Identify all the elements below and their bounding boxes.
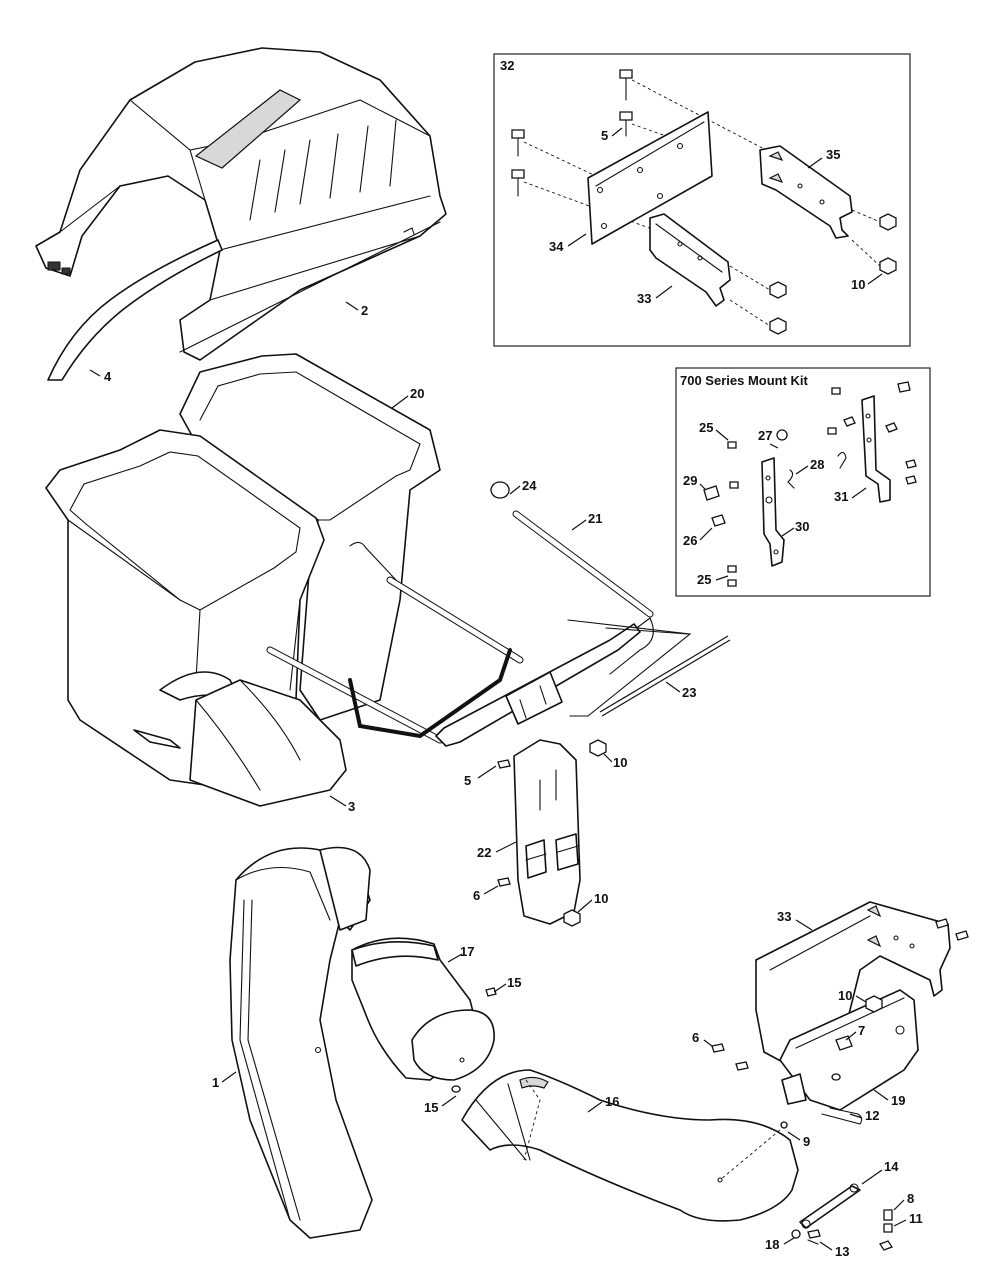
label-33: 33 [637,291,651,306]
kit-box-number: 32 [500,58,514,73]
mount-plate-34 [587,111,713,245]
mount-bracket-31 [837,395,891,503]
label-26: 26 [683,533,697,548]
label-13: 13 [835,1244,849,1259]
mount-bracket-33-box [649,213,731,307]
label-22: 22 [477,845,491,860]
label-14: 14 [884,1159,899,1174]
label-34: 34 [549,239,564,254]
mount-bracket-33-lower [755,901,951,1067]
label-25b: 25 [697,572,711,587]
adapter-17 [351,937,495,1081]
frame-21 [266,481,654,744]
label-2: 2 [361,303,368,318]
hardware-22 [497,739,607,927]
label-20: 20 [410,386,424,401]
label-19: 19 [891,1093,905,1108]
label-15: 15 [507,975,521,990]
label-3: 3 [348,799,355,814]
label-23: 23 [682,685,696,700]
label-10b: 10 [613,755,627,770]
label-15b: 15 [424,1100,438,1115]
nut-group-box32 [729,209,897,335]
rod-23 [599,635,731,717]
label-5b: 5 [464,773,471,788]
label-5: 5 [601,128,608,143]
chute-16 [461,1069,799,1222]
hitch-plate-22 [513,739,581,925]
label-25: 25 [699,420,713,435]
label-30: 30 [795,519,809,534]
deflector-4 [47,239,223,381]
rear-mount-bracket [435,619,692,747]
label-10d: 10 [838,988,852,1003]
label-28: 28 [810,457,824,472]
label-6: 6 [473,888,480,903]
label-11: 11 [909,1211,923,1226]
label-35: 35 [826,147,840,162]
label-33b: 33 [777,909,791,924]
label-16: 16 [605,1094,619,1109]
label-10c: 10 [594,891,608,906]
mount-kit-title: 700 Series Mount Kit [680,373,809,388]
label-17: 17 [460,944,474,959]
part-labels: 4 2 20 24 21 23 10 5 3 22 6 10 33 17 15 … [89,301,923,1259]
label-7: 7 [858,1023,865,1038]
label-10: 10 [851,277,865,292]
label-18: 18 [765,1237,779,1252]
label-27: 27 [758,428,772,443]
label-12: 12 [865,1108,879,1123]
label-29: 29 [683,473,697,488]
hardware-lower [451,918,969,1251]
label-31: 31 [834,489,848,504]
label-9: 9 [803,1134,810,1149]
label-1: 1 [212,1075,219,1090]
label-4: 4 [104,369,112,384]
chute-1 [229,846,373,1239]
bolt-group-box32 [511,69,771,233]
adapter-3 [189,679,347,807]
label-21: 21 [588,511,602,526]
hitch-bracket-19 [779,989,919,1111]
mount-bracket-30 [761,457,785,567]
label-8: 8 [907,1191,914,1206]
mount-kit-box: 700 Series Mount Kit [675,367,931,597]
mount-kit-hardware [703,381,917,587]
kit-box-32: 32 [493,53,911,347]
label-24: 24 [522,478,537,493]
bagger-cover-2 [35,47,447,361]
label-6b: 6 [692,1030,699,1045]
mount-bracket-35 [759,145,853,239]
